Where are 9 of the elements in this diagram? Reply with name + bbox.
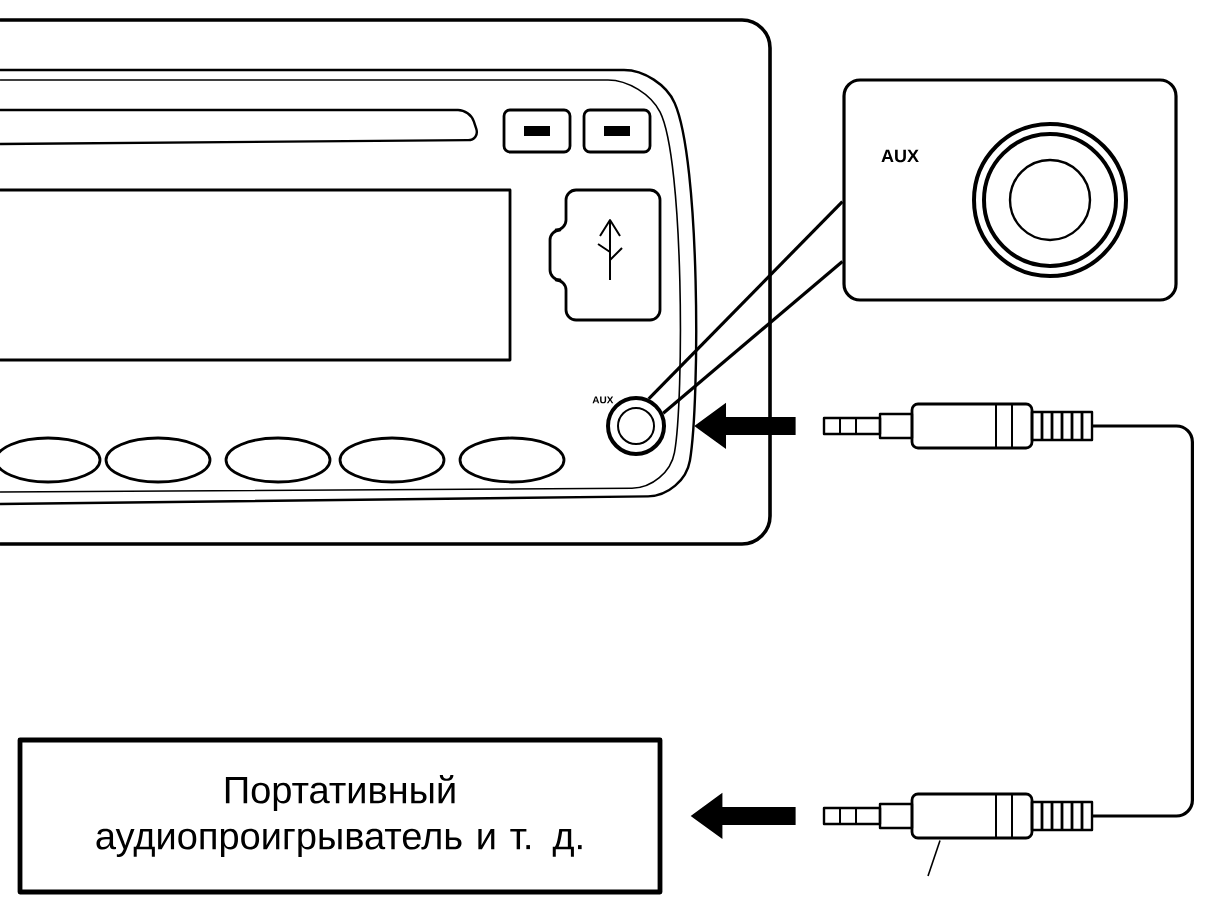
plug-drawing <box>822 792 1094 840</box>
plug-drawing <box>822 402 1094 450</box>
device-box: Портативный аудиопроигрыватель и т. д. <box>17 737 663 895</box>
callout-box: AUX <box>842 78 1178 302</box>
callout-line <box>662 260 844 415</box>
car-radio-drawing <box>0 18 772 546</box>
cable <box>1092 424 1194 818</box>
callout-line <box>647 200 844 400</box>
leader-line <box>927 839 941 877</box>
